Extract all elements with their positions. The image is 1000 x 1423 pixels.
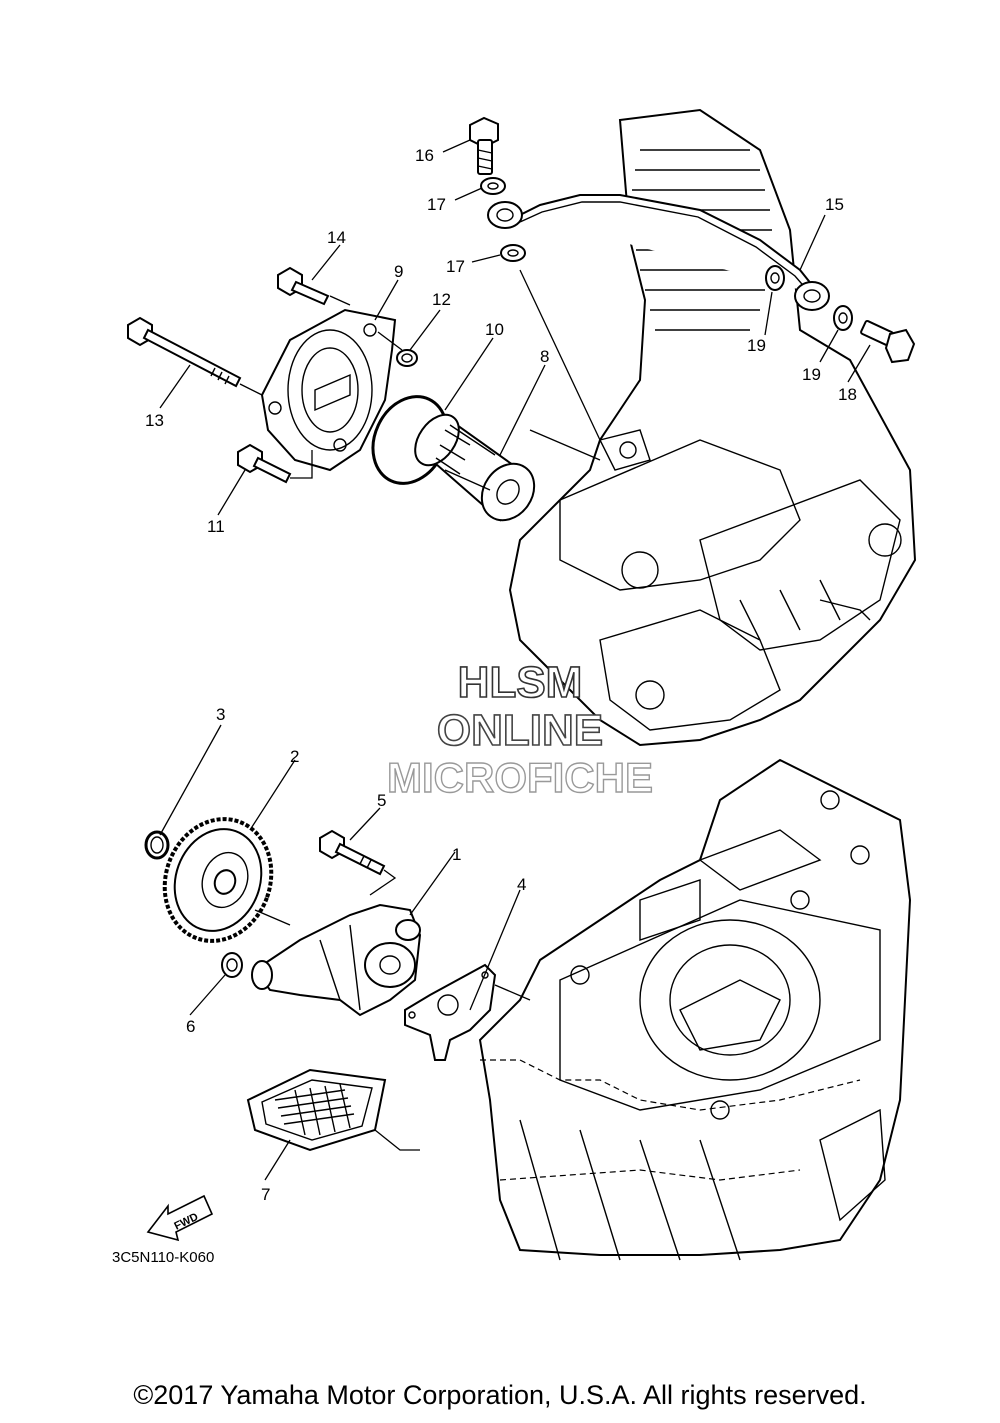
- oil-pump-assembly: [251, 903, 422, 1017]
- watermark-line-3: MICROFICHE: [387, 754, 653, 801]
- part-label-17-lower: 17: [446, 257, 465, 276]
- callout-leaders: [159, 139, 871, 1181]
- part-label-14: 14: [327, 228, 346, 247]
- crankcase-upper: [508, 108, 917, 747]
- part-label-15: 15: [825, 195, 844, 214]
- part-label-4: 4: [517, 875, 526, 894]
- part-label-11: 11: [207, 517, 225, 536]
- watermark-line-2: ONLINE: [437, 706, 603, 755]
- watermark: HLSM ONLINE MICROFICHE: [386, 657, 653, 802]
- part-label-16: 16: [415, 146, 434, 165]
- copyright-notice: ©2017 Yamaha Motor Corporation, U.S.A. A…: [133, 1380, 867, 1410]
- part-label-7: 7: [261, 1185, 270, 1204]
- part-label-18: 18: [838, 385, 857, 404]
- part-label-10: 10: [485, 320, 504, 339]
- part-label-1: 1: [452, 845, 461, 864]
- copper-washer-17-upper: [480, 177, 506, 195]
- diagram-code: 3C5N110-K060: [112, 1249, 214, 1266]
- collar-6: [221, 952, 243, 978]
- crankcase-lower: [478, 758, 912, 1261]
- o-ring-12: [396, 349, 418, 367]
- part-label-12: 12: [432, 290, 451, 309]
- bolt-5: [319, 829, 386, 876]
- bolt-14: [277, 266, 330, 306]
- part-label-8: 8: [540, 347, 549, 366]
- part-label-9: 9: [394, 262, 403, 281]
- part-label-17-upper: 17: [427, 195, 446, 214]
- copper-washer-17-lower: [500, 244, 526, 262]
- part-labels: 1 2 3 4 5 6 7 8 9 10 11 12 13 14 15 16 1…: [145, 146, 857, 1204]
- union-bolt-18: [860, 319, 916, 364]
- oil-pump-gasket: [404, 963, 497, 1061]
- oil-pump-drive-gear: [162, 817, 274, 943]
- oil-filter-cover: [260, 308, 397, 472]
- part-label-5: 5: [377, 791, 386, 810]
- part-label-2: 2: [290, 747, 299, 766]
- pipe-union-lower: [794, 281, 830, 311]
- oil-filter-element: [414, 413, 536, 522]
- bolt-13: [127, 316, 242, 388]
- part-label-13: 13: [145, 411, 164, 430]
- circlip: [144, 830, 170, 860]
- bolt-11: [237, 443, 292, 484]
- part-label-3: 3: [216, 705, 225, 724]
- oil-delivery-pipe: [519, 194, 821, 299]
- part-label-19-right: 19: [802, 365, 821, 384]
- copper-washer-19-left: [765, 265, 785, 291]
- fwd-arrow: FWD: [146, 1194, 214, 1242]
- union-bolt-16: [469, 116, 499, 175]
- oil-strainer: [246, 1068, 387, 1152]
- copper-washer-19-right: [833, 305, 853, 331]
- watermark-line-1: HLSM: [458, 658, 583, 707]
- pipe-union-upper: [487, 201, 523, 229]
- part-label-19-left: 19: [747, 336, 766, 355]
- part-label-6: 6: [186, 1017, 195, 1036]
